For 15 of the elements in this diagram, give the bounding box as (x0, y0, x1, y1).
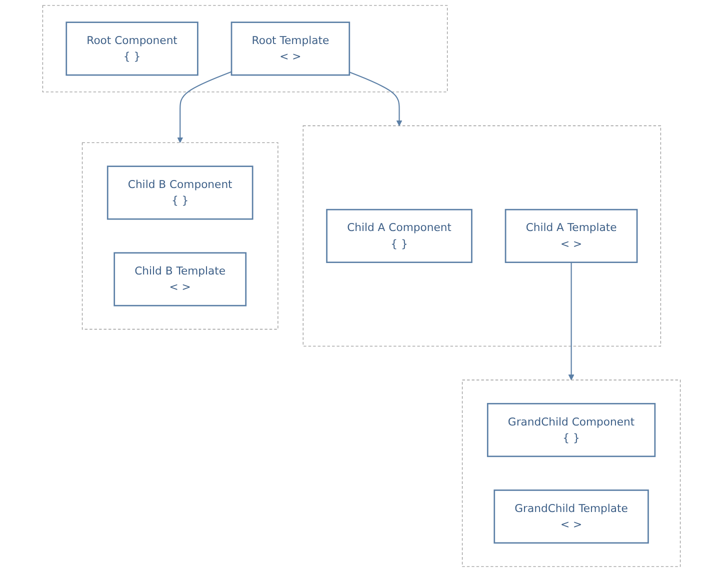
node-box: Root Template < > (230, 22, 350, 76)
arrow (568, 262, 574, 380)
arrow (177, 71, 232, 143)
cluster (42, 5, 448, 92)
node-box: Child B Component { } (106, 166, 254, 220)
cluster (462, 380, 681, 567)
cluster (82, 142, 278, 330)
node-box: GrandChild Template < > (494, 490, 649, 544)
cluster (302, 125, 662, 347)
node-box: Child A Template < > (504, 208, 638, 263)
node-box: Child A Component { } (326, 208, 472, 263)
node-box: GrandChild Component { } (486, 402, 656, 458)
arrow (349, 72, 402, 126)
node-box: Child B Template < > (114, 252, 247, 306)
node-box: Root Component { } (66, 22, 198, 76)
